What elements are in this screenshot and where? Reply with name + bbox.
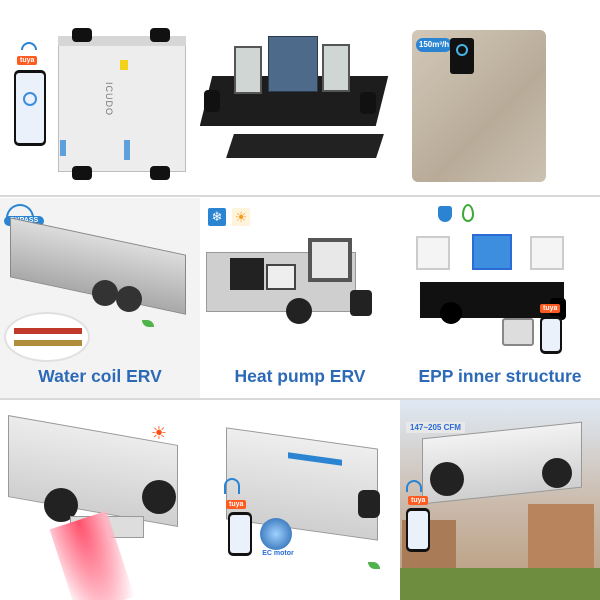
row-divider <box>0 195 600 197</box>
epp-caption: EPP inner structure <box>418 366 582 386</box>
leaf-icon <box>142 320 154 327</box>
wifi-icon <box>406 480 422 492</box>
tuya-badge: tuya <box>226 500 247 509</box>
wall-mounted-erv-panel: 150m³/h <box>400 0 600 190</box>
erv-unit-black-open <box>200 0 400 190</box>
filter-cassette <box>308 238 352 282</box>
brand-label: ICUDO <box>104 82 114 116</box>
ec-motor-erv-tile: tuya EC motor <box>200 400 400 600</box>
wifi-icon <box>224 478 240 494</box>
controller-panel <box>502 318 534 346</box>
water-manifold <box>4 312 90 362</box>
flow-rate-badge: 150m³/h <box>416 38 452 52</box>
epp-core-grid <box>472 234 512 270</box>
tuya-badge: tuya <box>17 56 38 65</box>
erv-lid <box>226 134 384 158</box>
smartphone-app <box>406 508 430 552</box>
heat-exchanger-core <box>268 36 318 92</box>
smartphone-app <box>540 316 562 354</box>
building-scene-tile: 147~205 CFM tuya <box>400 400 600 600</box>
row-divider <box>0 398 600 400</box>
snowflake-icon: ❄ <box>208 208 226 226</box>
water-coil-erv-tile: BYPASS tuya Water coil ERV <box>0 198 200 398</box>
ec-motor-icon <box>260 518 292 550</box>
heat-pump-caption: Heat pump ERV <box>234 366 366 386</box>
heat-pump-erv-tile: ❄ ☀ Heat pump ERV <box>200 198 400 398</box>
heat-sun-icon: ☀ <box>150 423 168 443</box>
smartphone-app <box>228 512 252 556</box>
wifi-icon <box>6 204 34 222</box>
tuya-badge: tuya <box>408 496 429 505</box>
smartphone-app <box>14 70 46 146</box>
ec-motor-label: EC motor <box>262 550 294 557</box>
erv-housing <box>58 36 186 172</box>
epp-structure-tile: tuya EPP inner structure <box>400 198 600 398</box>
compressor-grid <box>230 258 264 290</box>
panel-face <box>412 30 546 182</box>
tuya-badge: tuya <box>540 304 561 313</box>
erv-unit-white-panel: tuya ICUDO <box>0 0 200 190</box>
leaf-icon <box>368 562 380 569</box>
wifi-icon <box>21 42 37 50</box>
cfm-range-badge: 147~205 CFM <box>406 422 465 433</box>
water-drop-icon <box>462 204 474 222</box>
water-coil-caption: Water coil ERV <box>38 366 162 386</box>
shield-icon <box>438 206 452 222</box>
erv-heat-recovery-tile: ☀ <box>0 400 200 600</box>
sun-icon: ☀ <box>232 208 250 226</box>
